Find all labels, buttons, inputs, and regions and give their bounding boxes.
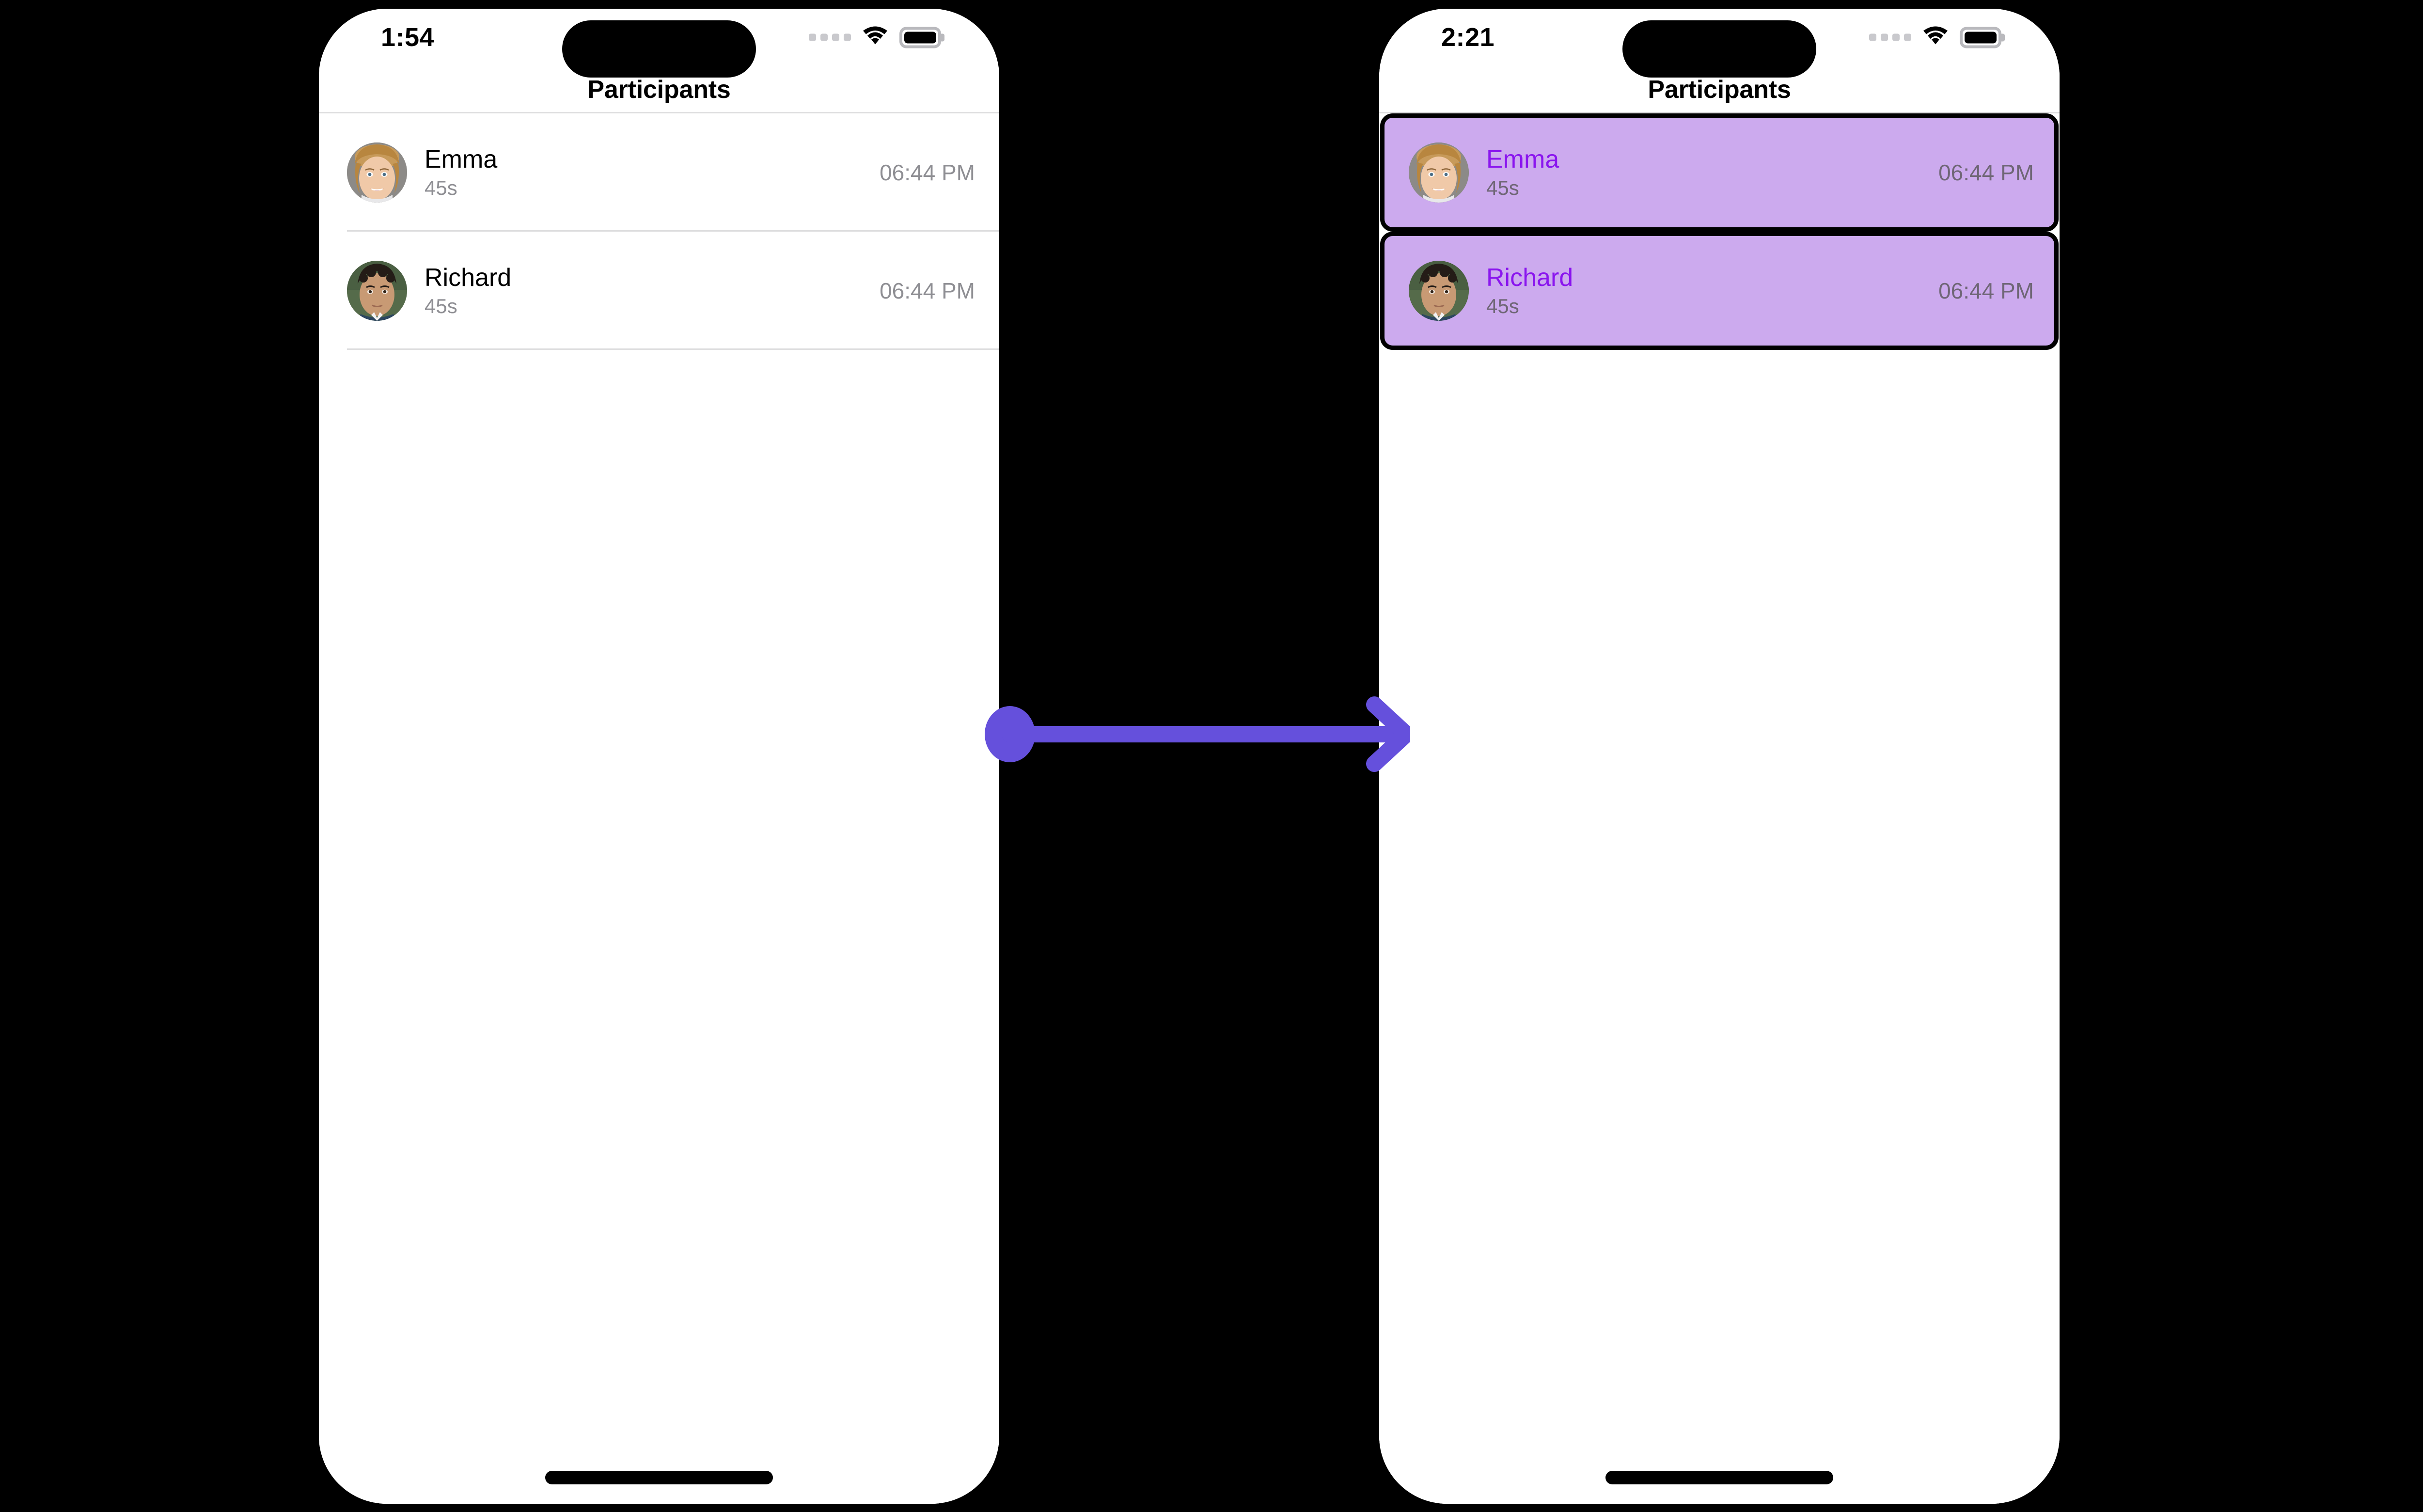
status-bar: 2:21 xyxy=(1379,9,2060,78)
participant-info: Emma 45s xyxy=(425,147,880,198)
participant-duration: 45s xyxy=(425,176,457,199)
status-bar-indicators xyxy=(1869,26,2001,49)
participant-duration: 45s xyxy=(1486,176,1519,199)
participant-info: Richard 45s xyxy=(1486,265,1938,316)
battery-full-icon xyxy=(1960,27,2001,48)
wifi-icon xyxy=(862,26,889,49)
signal-dots-icon xyxy=(809,33,851,41)
nav-separator xyxy=(1379,112,2060,113)
participant-name: Emma xyxy=(1486,145,1559,173)
participant-row-richard[interactable]: Richard 45s 06:44 PM xyxy=(319,232,999,350)
participant-timestamp: 06:44 PM xyxy=(880,160,975,185)
page-title: Participants xyxy=(587,76,731,104)
avatar-richard xyxy=(1409,261,1469,321)
participants-list: Emma 45s 06:44 PM xyxy=(1379,113,2060,1504)
participant-name: Richard xyxy=(1486,264,1573,292)
phone-before: 1:54 Participants xyxy=(319,9,999,1504)
status-bar-time: 2:21 xyxy=(1441,23,1495,52)
screen-before: 1:54 Participants xyxy=(319,9,999,1504)
row-separator xyxy=(347,348,999,350)
participant-duration: 45s xyxy=(425,295,457,317)
nav-bar: Participants xyxy=(1379,66,2060,113)
home-indicator xyxy=(1605,1471,1833,1484)
page-title: Participants xyxy=(1648,76,1791,104)
participant-row-richard[interactable]: Richard 45s 06:44 PM xyxy=(1380,232,2059,350)
participant-info: Richard 45s xyxy=(425,265,880,316)
participants-list: Emma 45s 06:44 PM xyxy=(319,113,999,1504)
signal-dots-icon xyxy=(1869,33,1911,41)
home-indicator xyxy=(545,1471,773,1484)
battery-full-icon xyxy=(899,27,941,48)
nav-separator xyxy=(319,112,999,113)
participant-duration: 45s xyxy=(1486,295,1519,317)
arrow-right-icon xyxy=(985,696,1415,772)
phone-after: 2:21 Participants xyxy=(1379,9,2060,1504)
action-arrow-annotation xyxy=(984,693,1415,775)
status-bar: 1:54 xyxy=(319,9,999,78)
row-separator xyxy=(347,230,999,232)
wifi-icon xyxy=(1922,26,1949,49)
participant-timestamp: 06:44 PM xyxy=(1938,278,2034,303)
avatar-emma xyxy=(1409,142,1469,203)
avatar-emma xyxy=(347,142,407,203)
participant-row-emma[interactable]: Emma 45s 06:44 PM xyxy=(1380,113,2059,232)
participant-row-emma[interactable]: Emma 45s 06:44 PM xyxy=(319,113,999,232)
screen-after: 2:21 Participants xyxy=(1379,9,2060,1504)
status-bar-time: 1:54 xyxy=(381,23,435,52)
participant-name: Emma xyxy=(425,145,498,173)
participant-info: Emma 45s xyxy=(1486,147,1938,198)
participant-timestamp: 06:44 PM xyxy=(880,278,975,303)
participant-name: Richard xyxy=(425,264,512,292)
dynamic-island xyxy=(562,20,756,78)
dynamic-island xyxy=(1622,20,1816,78)
nav-bar: Participants xyxy=(319,66,999,113)
avatar-richard xyxy=(347,261,407,321)
participant-timestamp: 06:44 PM xyxy=(1938,160,2034,185)
status-bar-indicators xyxy=(809,26,941,49)
